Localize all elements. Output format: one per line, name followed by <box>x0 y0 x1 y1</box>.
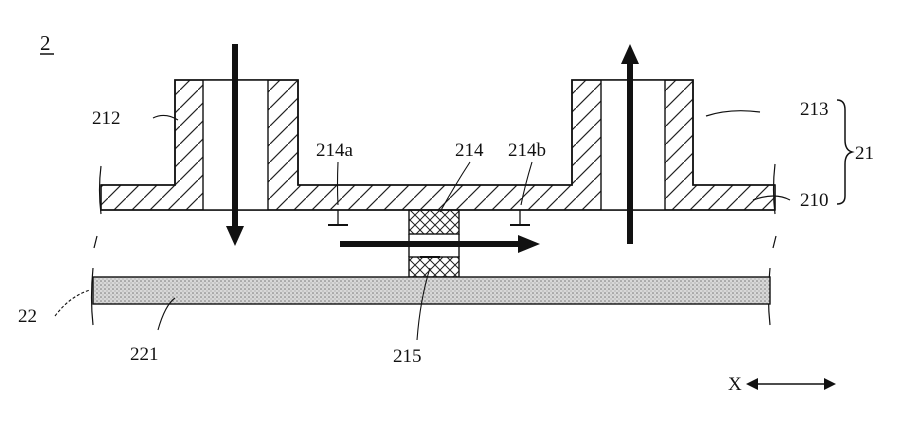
horizontal-flow-arrow <box>340 235 540 253</box>
label-214a: 214a <box>316 140 354 161</box>
axis-double-arrow-icon <box>746 378 836 390</box>
label-214b: 214b <box>508 140 546 161</box>
element-block <box>409 257 459 277</box>
brace-21 <box>837 100 852 204</box>
substrate-layer <box>93 277 770 304</box>
sensor-block <box>409 210 459 234</box>
label-221: 221 <box>130 344 159 365</box>
label-210: 210 <box>800 190 829 211</box>
upper-body <box>101 80 775 210</box>
label-21: 21 <box>855 143 874 164</box>
label-213: 213 <box>800 99 829 120</box>
label-215: 215 <box>393 346 422 367</box>
label-214: 214 <box>455 140 484 161</box>
figure-number: 2 <box>40 31 51 55</box>
axis-label-x: X <box>728 374 742 395</box>
label-212: 212 <box>92 108 121 129</box>
label-22: 22 <box>18 306 37 327</box>
